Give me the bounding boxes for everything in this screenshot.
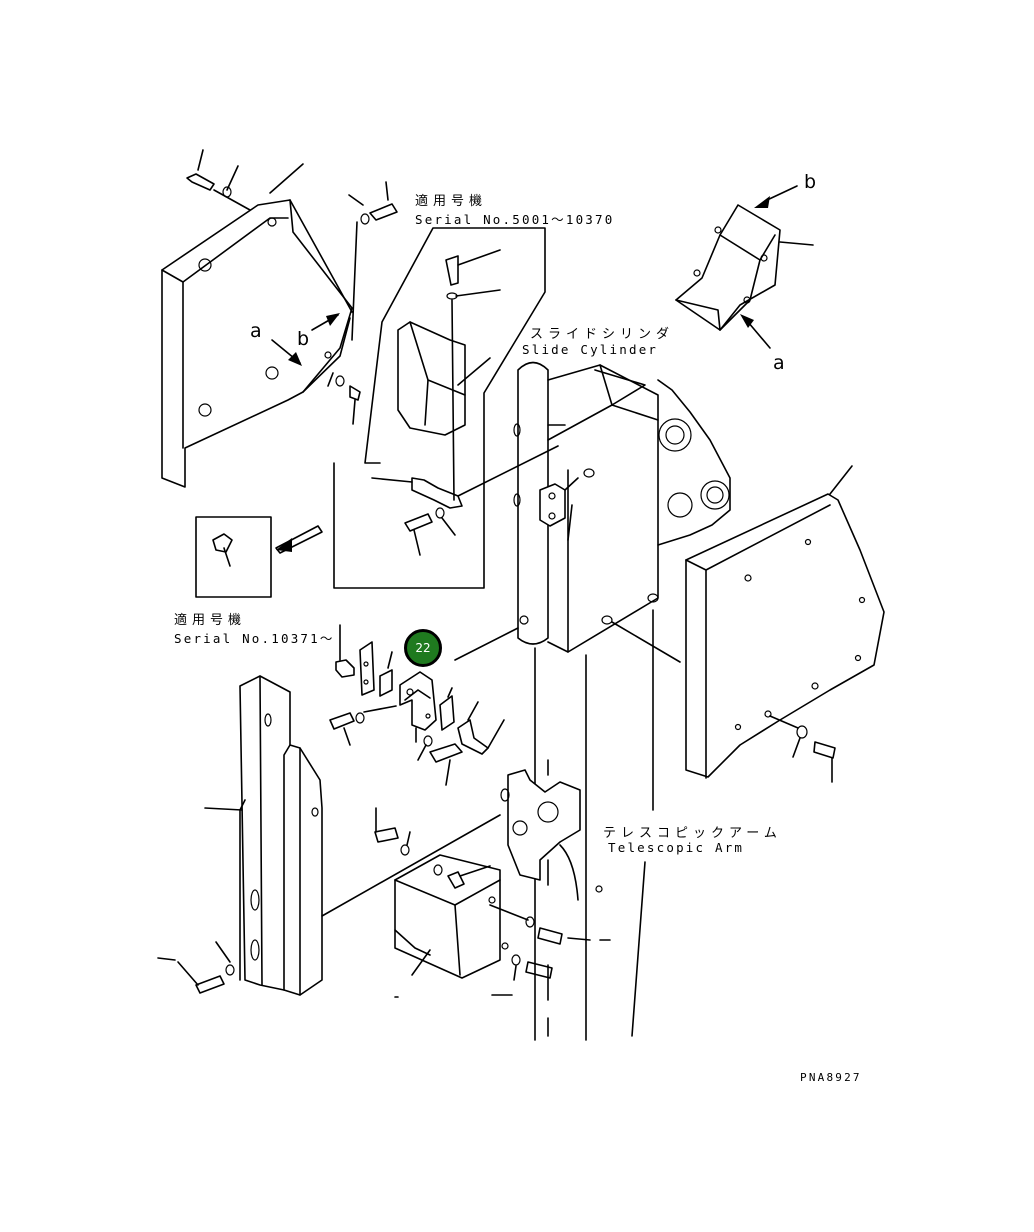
part-callout-22[interactable]: 22: [404, 629, 442, 667]
view-a-left-label: a: [250, 320, 262, 342]
telescopic-arm: [500, 609, 654, 1041]
serial-10371-inset-box: [195, 516, 323, 598]
slide-cylinder-jp-label: スライドシリンダ: [530, 327, 675, 342]
bottom-bracket: [374, 807, 611, 998]
telescopic-arm-jp-label: テレスコピックアーム: [603, 826, 782, 841]
serial-lower-jp-label: 適用号機: [174, 613, 247, 628]
right-cover-plate: [685, 465, 885, 783]
slide-cylinder-assembly: [454, 361, 731, 663]
serial-5001-bracket-box: [333, 227, 559, 589]
view-b-left-label: b: [297, 328, 310, 350]
upper-right-detail: [675, 185, 814, 349]
mid-bracket-parts: [329, 624, 505, 786]
view-a-right-label: a: [773, 352, 785, 374]
upper-left-bolts: [186, 149, 398, 425]
serial-lower-en-label: Serial No.10371～: [174, 631, 335, 646]
telescopic-arm-en-label: Telescopic Arm: [608, 840, 745, 855]
view-arrows-left: [271, 313, 340, 366]
view-b-right-label: b: [804, 171, 817, 193]
left-rail: [157, 675, 501, 996]
upper-left-cover-plate: [161, 163, 353, 488]
serial-upper-jp-label: 適用号機: [415, 194, 488, 209]
slide-cylinder-en-label: Slide Cylinder: [522, 342, 659, 357]
serial-upper-en-label: Serial No.5001～10370: [415, 212, 615, 227]
drawing-number-label: PNA8927: [800, 1071, 862, 1084]
